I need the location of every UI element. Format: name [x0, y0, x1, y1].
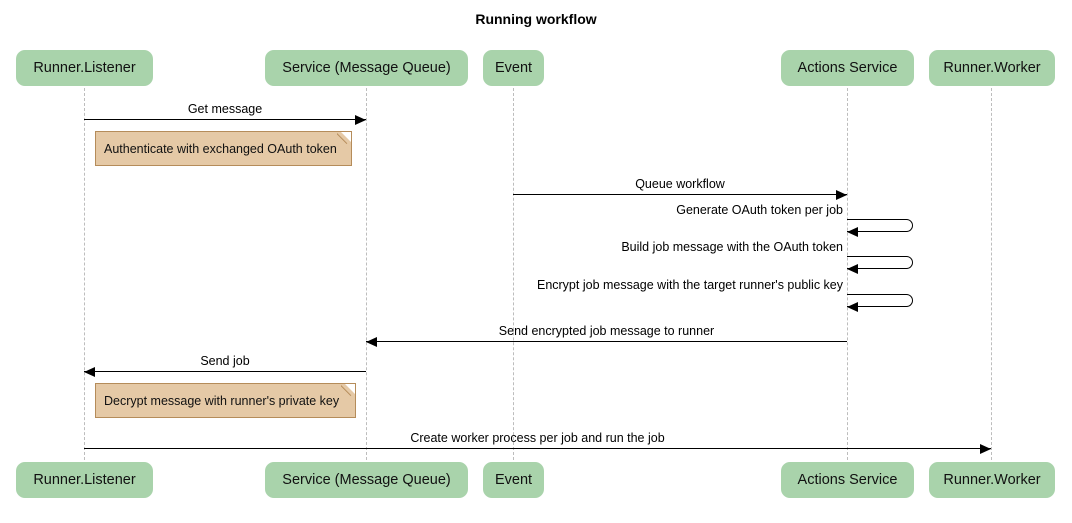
arrow-head-left-icon — [84, 366, 95, 377]
message-label-get-message: Get message — [187, 102, 263, 116]
participant-label: Event — [494, 60, 533, 76]
message-label-encrypt-job-message-with-the-target-runners-public-key: Encrypt job message with the target runn… — [536, 278, 843, 292]
arrow-head-left-icon — [847, 263, 858, 274]
note-fold-edge-icon — [341, 384, 355, 398]
message-label-create-worker-process-per-job-and-run-the-job: Create worker process per job and run th… — [410, 431, 665, 445]
arrow-head-left-icon — [847, 301, 858, 312]
participant-top-service-message-queue[interactable]: Service (Message Queue) — [265, 50, 468, 86]
message-label-send-job: Send job — [200, 354, 250, 368]
lifeline-service-message-queue — [366, 88, 367, 460]
message-label-queue-workflow: Queue workflow — [635, 177, 725, 191]
participant-bottom-event[interactable]: Event — [483, 462, 544, 498]
participant-top-event[interactable]: Event — [483, 50, 544, 86]
self-message-encrypt-job-message-with-the-target-runners-public-key — [847, 294, 913, 307]
participant-bottom-service-message-queue[interactable]: Service (Message Queue) — [265, 462, 468, 498]
message-line-queue-workflow — [513, 194, 847, 195]
participant-label: Runner.Listener — [33, 60, 136, 76]
participant-bottom-runner-listener[interactable]: Runner.Listener — [16, 462, 153, 498]
arrow-head-left-icon — [847, 226, 858, 237]
message-label-build-job-message-with-the-oauth-token: Build job message with the OAuth token — [621, 240, 843, 254]
participant-label: Runner.Worker — [943, 60, 1041, 76]
participant-label: Actions Service — [797, 472, 898, 488]
message-label-generate-oauth-token-per-job: Generate OAuth token per job — [676, 203, 843, 217]
lifeline-runner-worker — [991, 88, 992, 460]
note-text: Authenticate with exchanged OAuth token — [104, 141, 337, 156]
participant-top-runner-listener[interactable]: Runner.Listener — [16, 50, 153, 86]
message-line-create-worker-process-per-job-and-run-the-job — [84, 448, 991, 449]
message-label-send-encrypted-job-message-to-runner: Send encrypted job message to runner — [498, 324, 715, 338]
message-line-get-message — [84, 119, 366, 120]
lifeline-event — [513, 88, 514, 460]
page-title: Running workflow — [475, 11, 597, 27]
participant-label: Runner.Listener — [33, 472, 136, 488]
arrow-head-right-icon — [980, 443, 991, 454]
note-text: Decrypt message with runner's private ke… — [104, 393, 340, 408]
self-message-generate-oauth-token-per-job — [847, 219, 913, 232]
participant-label: Service (Message Queue) — [282, 60, 451, 76]
participant-label: Runner.Worker — [943, 472, 1041, 488]
lifeline-runner-listener — [84, 88, 85, 460]
note-authenticate-with-exchanged-oauth-token: Authenticate with exchanged OAuth token — [95, 131, 352, 166]
participant-top-actions-service[interactable]: Actions Service — [781, 50, 914, 86]
arrow-head-right-icon — [355, 114, 366, 125]
participant-bottom-runner-worker[interactable]: Runner.Worker — [929, 462, 1055, 498]
participant-label: Actions Service — [797, 60, 898, 76]
arrow-head-right-icon — [836, 189, 847, 200]
arrow-head-left-icon — [366, 336, 377, 347]
lifeline-actions-service — [847, 88, 848, 460]
message-line-send-encrypted-job-message-to-runner — [366, 341, 847, 342]
note-decrypt-message-with-runners-private-key: Decrypt message with runner's private ke… — [95, 383, 356, 418]
participant-bottom-actions-service[interactable]: Actions Service — [781, 462, 914, 498]
self-message-build-job-message-with-the-oauth-token — [847, 256, 913, 269]
participant-label: Service (Message Queue) — [282, 472, 451, 488]
participant-label: Event — [494, 472, 533, 488]
message-line-send-job — [84, 371, 366, 372]
participant-top-runner-worker[interactable]: Runner.Worker — [929, 50, 1055, 86]
note-fold-edge-icon — [337, 132, 351, 146]
